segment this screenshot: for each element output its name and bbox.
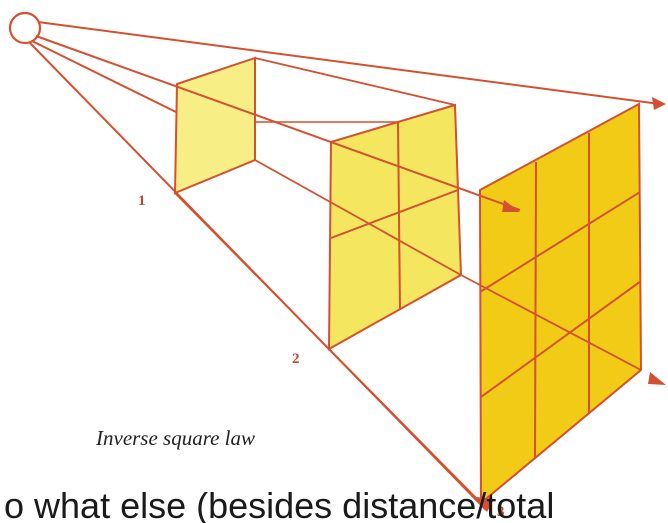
connector-bottom-2-3 (328, 348, 482, 504)
arrowhead-bottom (476, 497, 494, 512)
square-3-fill (478, 102, 643, 506)
ray-top (37, 21, 661, 105)
light-source-circle (8, 11, 42, 45)
distance-label-1: 1 (138, 193, 146, 209)
connector-right-2-3 (460, 274, 642, 371)
arrowhead-right (648, 372, 666, 385)
bottom-text: o what else (besides distance/total (4, 485, 555, 523)
arrowhead-ray-upper (502, 200, 520, 212)
diagram-caption: Inverse square law (96, 426, 256, 450)
distance-label-3: 3 (497, 504, 505, 520)
square-3-grid-vertical-1 (534, 161, 537, 460)
square-2-grid-vertical (397, 121, 401, 311)
square-2-grid-horizontal (330, 189, 459, 239)
square-1-fill (173, 56, 256, 195)
square-3-grid-horizontal-1 (479, 191, 641, 293)
arrowhead-ray-top (652, 97, 666, 110)
connector-lower-right (254, 159, 462, 276)
square-2-fill (327, 103, 463, 351)
connector-top-1-2 (254, 57, 456, 106)
distance-label-2: 2 (292, 351, 300, 367)
square-3-grid-horizontal-2 (480, 280, 642, 398)
connector-bottom-1-2 (174, 192, 330, 350)
ray-upper (35, 35, 521, 211)
ray-middle (31, 40, 177, 113)
